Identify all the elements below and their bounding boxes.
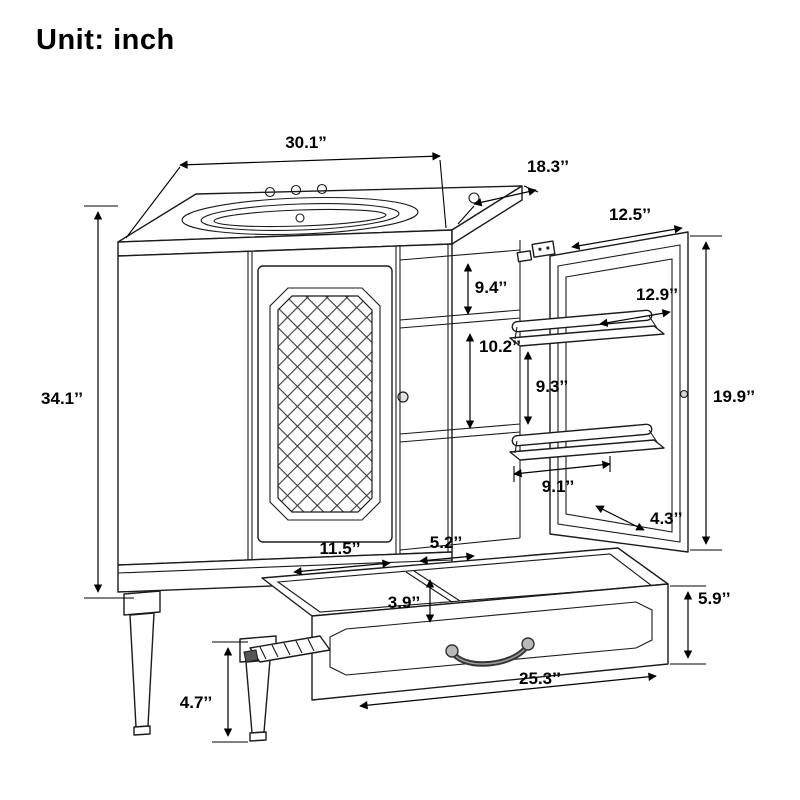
dim-door-shelf-spacing: 9.3’’	[523, 351, 568, 425]
drawer-open	[243, 547, 669, 701]
dim-label-drawer-front-height: 5.9’’	[698, 589, 730, 608]
dim-drawer-left-section-width: 11.5’’	[293, 539, 391, 576]
dim-label-overall-height: 34.1’’	[41, 389, 83, 408]
dim-label-upper-compartment-height: 9.4’’	[475, 278, 507, 297]
faucet-hole	[290, 184, 302, 196]
dim-label-leg-height: 4.7’’	[180, 693, 212, 712]
open-shelf-compartment	[395, 240, 521, 554]
hinge-icon	[516, 240, 556, 263]
legs	[123, 590, 277, 742]
lattice-panel	[277, 295, 373, 513]
door-shelf-board	[509, 439, 665, 461]
drawer-handle	[445, 637, 535, 667]
dim-label-door-width: 12.9’’	[636, 285, 678, 304]
dim-lower-compartment-height: 10.2’’	[465, 333, 521, 429]
sink-rim	[181, 196, 419, 236]
dim-upper-compartment-height: 9.4’’	[463, 263, 507, 315]
dim-door-height: 19.9’’	[690, 235, 755, 551]
dim-label-door-shelf-depth: 4.3’’	[650, 509, 682, 528]
sink-basin	[200, 203, 400, 231]
faucet-hole	[264, 186, 276, 198]
dim-label-lower-compartment-height: 10.2’’	[479, 337, 521, 356]
dim-door-shelf-width: 9.1’’	[513, 456, 611, 496]
dim-counter-width: 30.1”	[125, 133, 447, 239]
drawer-front	[311, 583, 669, 701]
dim-door-shelf-depth: 4.3’’	[595, 505, 682, 531]
lattice-door	[257, 265, 409, 543]
faucet-hole	[316, 183, 328, 195]
door-shelf-board	[509, 325, 665, 347]
dim-drawer-width: 25.3’’	[359, 669, 657, 710]
drawer-slide	[243, 635, 331, 663]
dim-label-drawer-left-section-width: 11.5’’	[320, 539, 361, 558]
dim-label-door-shelf-width: 9.1’’	[542, 477, 574, 496]
dim-leg-height: 4.7’’	[180, 641, 248, 743]
drain-icon	[295, 213, 305, 223]
dim-label-counter-width: 30.1”	[285, 133, 327, 152]
dim-label-counter-depth: 18.3’’	[527, 157, 569, 176]
shelf-edge	[399, 309, 521, 321]
dim-door-width: 12.9’’	[599, 285, 678, 327]
door-shelf-rail	[511, 423, 653, 447]
dim-label-drawer-right-section-width: 5.2’’	[430, 533, 462, 552]
dimension-annotations: 30.1” 18.3’’ 34.1’’ 12.5’’ 9.4’’	[41, 133, 755, 743]
dim-counter-depth: 18.3’’	[457, 157, 569, 225]
cabinet-body	[117, 240, 521, 593]
dim-label-door-top-depth: 12.5’’	[609, 205, 651, 224]
shelf-edge	[399, 423, 521, 435]
dim-drawer-divider-depth: 3.9’’	[388, 579, 435, 623]
dim-label-door-shelf-spacing: 9.3’’	[536, 377, 568, 396]
dim-label-drawer-divider-depth: 3.9’’	[388, 593, 420, 612]
door-knob	[679, 389, 689, 399]
dim-door-top-depth: 12.5’’	[571, 205, 683, 250]
dim-drawer-front-height: 5.9’’	[670, 585, 730, 665]
dim-overall-height: 34.1’’	[41, 205, 134, 599]
dim-label-door-height: 19.9’’	[713, 387, 755, 406]
dim-label-drawer-width: 25.3’’	[519, 669, 561, 688]
countertop-sink	[117, 183, 523, 257]
dim-drawer-right-section-width: 5.2’’	[419, 533, 475, 565]
unit-label: Unit: inch	[36, 24, 175, 56]
